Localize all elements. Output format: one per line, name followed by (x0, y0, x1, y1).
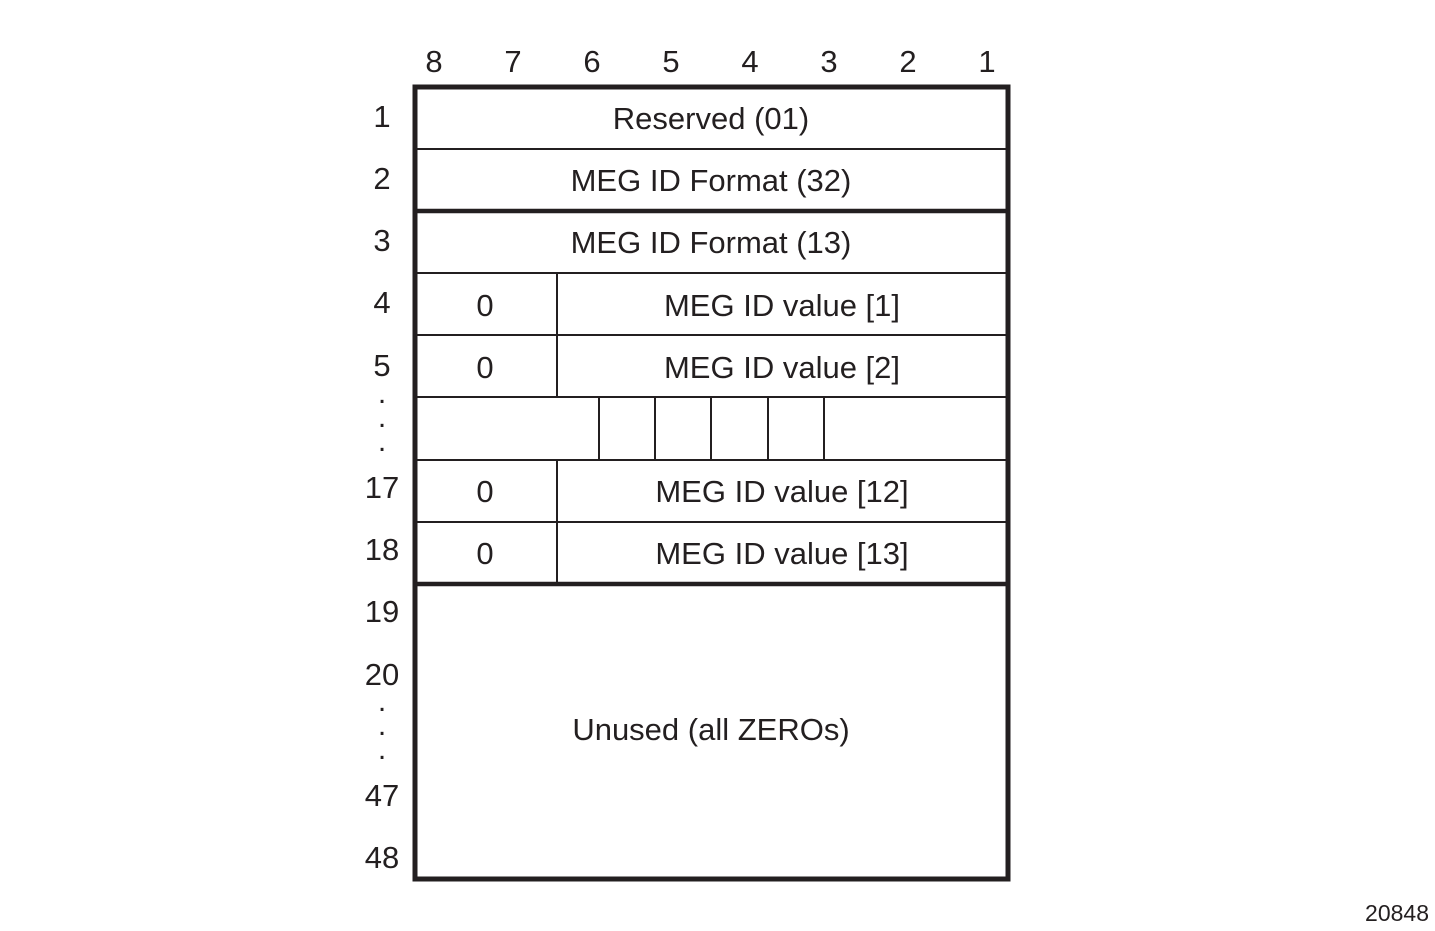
field-zero-bit: 0 (476, 536, 493, 571)
bit-number-7: 7 (504, 44, 521, 79)
field-zero-bit: 0 (476, 474, 493, 509)
field-meg-id-format-32: MEG ID Format (32) (571, 163, 852, 198)
octet-number-1: 1 (373, 99, 390, 134)
bit-number-2: 2 (899, 44, 916, 79)
octet-number-ellipsis: . . . . . . (378, 377, 386, 766)
octet-number-column: 1 2 3 4 5 17 18 19 20 47 48 (365, 99, 399, 875)
bit-number-8: 8 (425, 44, 442, 79)
bit-number-6: 6 (583, 44, 600, 79)
octet-number-20: 20 (365, 657, 399, 692)
octet-number-2: 2 (373, 161, 390, 196)
octet-number-5: 5 (373, 348, 390, 383)
frame-border (412, 84, 1011, 882)
bit-number-header: 8 7 6 5 4 3 2 1 (425, 44, 995, 79)
bit-number-1: 1 (978, 44, 995, 79)
ellipsis-dot: . (378, 377, 386, 410)
field-labels: Reserved (01) MEG ID Format (32) MEG ID … (476, 101, 908, 747)
octet-number-47: 47 (365, 778, 399, 813)
field-grid (412, 84, 1011, 882)
field-unused: Unused (all ZEROs) (572, 712, 849, 747)
octet-number-48: 48 (365, 840, 399, 875)
octet-number-3: 3 (373, 223, 390, 258)
figure-id: 20848 (1365, 900, 1429, 926)
octet-number-4: 4 (373, 285, 390, 320)
octet-number-19: 19 (365, 594, 399, 629)
field-meg-id-value-12: MEG ID value [12] (655, 474, 908, 509)
bit-number-3: 3 (820, 44, 837, 79)
ellipsis-dot: . (378, 709, 386, 742)
bit-number-5: 5 (662, 44, 679, 79)
ellipsis-dot: . (378, 401, 386, 434)
field-meg-id-value-13: MEG ID value [13] (655, 536, 908, 571)
ellipsis-dot: . (378, 733, 386, 766)
field-zero-bit: 0 (476, 288, 493, 323)
ellipsis-dot: . (378, 425, 386, 458)
ellipsis-dot: . (378, 685, 386, 718)
field-meg-id-value-2: MEG ID value [2] (664, 350, 900, 385)
bit-number-4: 4 (741, 44, 758, 79)
field-zero-bit: 0 (476, 350, 493, 385)
octet-number-18: 18 (365, 532, 399, 567)
field-meg-id-format-13: MEG ID Format (13) (571, 225, 852, 260)
octet-number-17: 17 (365, 470, 399, 505)
field-reserved: Reserved (01) (613, 101, 809, 136)
field-meg-id-value-1: MEG ID value [1] (664, 288, 900, 323)
